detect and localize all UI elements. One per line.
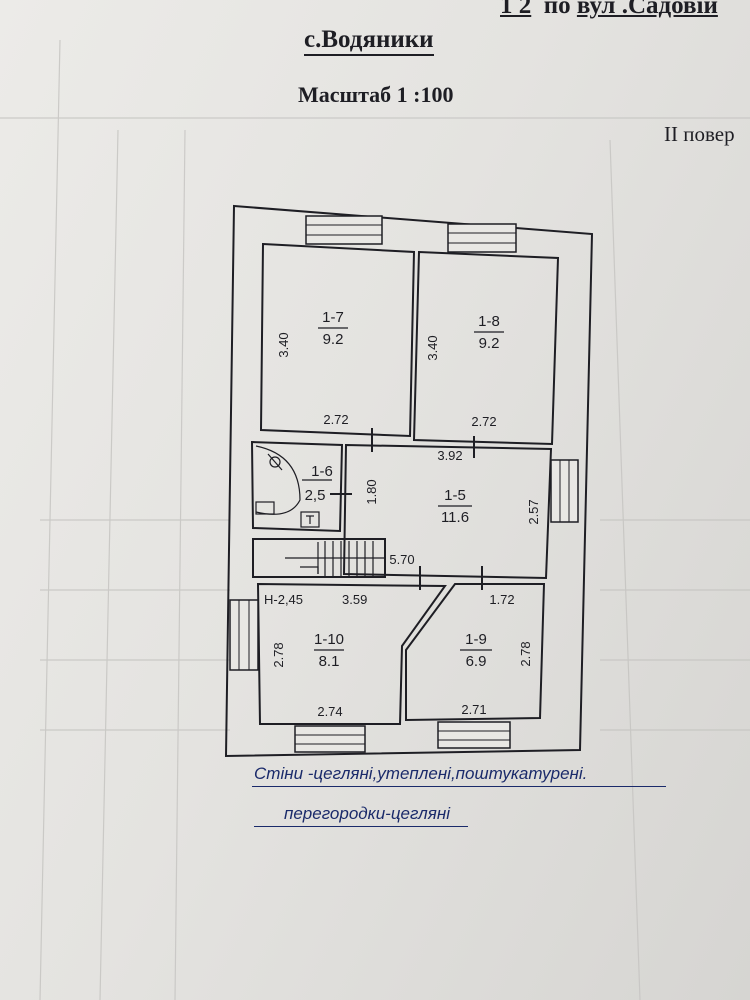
room-1-6-outline xyxy=(250,440,344,533)
room-1-6-id: 1-6 xyxy=(311,463,333,480)
room-1-7-outline xyxy=(259,242,416,438)
dim-1-8-height: 3.40 xyxy=(425,335,440,360)
room-1-5-area: 11.6 xyxy=(441,509,469,526)
dim-1-7-height: 3.40 xyxy=(276,332,291,357)
header-address-fragment: 1 2 по вул .Садовій xyxy=(500,0,750,20)
window-top-right xyxy=(447,223,517,253)
dim-1-5-left: 1.80 xyxy=(364,479,379,504)
dim-1-5-top: 3.92 xyxy=(437,448,462,463)
bathroom-fixtures xyxy=(255,445,320,528)
dim-1-10-width: 2.74 xyxy=(317,704,342,719)
dim-stair-length: 5.70 xyxy=(389,552,414,567)
floor-label: II повер xyxy=(664,122,735,146)
window-top-left xyxy=(305,215,383,245)
scale-label: Масштаб 1 :100 xyxy=(298,82,454,107)
dim-1-5-right: 2.57 xyxy=(526,499,541,524)
window-bottom-left xyxy=(294,725,366,753)
room-1-8-area: 9.2 xyxy=(479,335,500,352)
room-1-8-id: 1-8 xyxy=(478,313,500,330)
dim-1-9-top: 1.72 xyxy=(489,592,514,607)
room-1-7-id: 1-7 xyxy=(322,309,344,326)
dim-ceiling-height: Н-2,45 xyxy=(264,592,303,607)
partitions-note: перегородки-цегляні xyxy=(284,804,450,823)
room-1-9-area: 6.9 xyxy=(466,653,487,670)
village-name: с.Водяники xyxy=(304,26,434,56)
dim-1-9-height: 2.78 xyxy=(518,641,533,666)
room-1-9-outline xyxy=(405,583,546,722)
window-bottom-right xyxy=(437,721,511,749)
outer-wall xyxy=(224,204,594,758)
window-left xyxy=(229,599,259,671)
room-1-7-area: 9.2 xyxy=(323,331,344,348)
dim-1-7-width: 2.72 xyxy=(323,412,348,427)
room-1-5-outline xyxy=(342,443,553,580)
header-preposition: по xyxy=(543,0,571,19)
window-right xyxy=(550,459,579,523)
room-1-10-id: 1-10 xyxy=(314,631,344,648)
room-1-9-id: 1-9 xyxy=(465,631,487,648)
dim-1-10-height: 2.78 xyxy=(271,642,286,667)
dim-1-8-width: 2.72 xyxy=(471,414,496,429)
room-1-6-area: 2,5 xyxy=(305,487,326,504)
room-1-10-area: 8.1 xyxy=(319,653,340,670)
walls-note: Стіни -цегляні,утеплені,поштукатурені. xyxy=(254,764,588,783)
stair-treads xyxy=(285,541,385,576)
room-1-10-outline xyxy=(256,582,447,725)
door-marks xyxy=(330,428,483,590)
partitions-note-underline xyxy=(254,826,468,827)
street-name: вул .Садовій xyxy=(576,0,718,19)
dim-1-10-top: 3.59 xyxy=(342,592,367,607)
walls-note-underline xyxy=(252,786,666,787)
dim-1-9-width: 2.71 xyxy=(461,702,486,717)
room-1-5-id: 1-5 xyxy=(444,487,466,504)
room-1-8-outline xyxy=(412,250,560,446)
house-number: 1 2 xyxy=(500,0,532,19)
